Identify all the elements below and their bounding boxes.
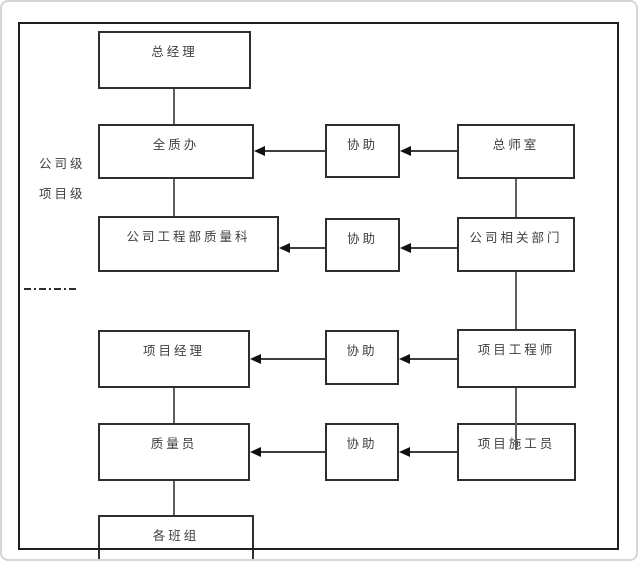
node-assist-project-2: 协助 [325,423,399,481]
node-assist-company-1: 协助 [325,124,400,178]
level-divider-dashdot-line [24,288,79,290]
connector-qualityofficer-to-workteams [173,481,175,516]
arrow-projectengineer-to-assist [399,354,457,364]
arrow-relateddepts-to-assist [400,243,457,253]
node-company-related-departments: 公司相关部门 [457,217,575,272]
arrow-assist-to-projectmanager [250,354,325,364]
arrow-shaft [261,358,325,360]
arrowhead-left-icon [399,447,410,457]
node-work-teams: 各班组 [98,515,254,559]
arrow-assist-to-qualitysection [279,243,325,253]
connector-qualityoffice-to-qualitysection [173,179,175,216]
node-project-engineer: 项目工程师 [457,329,576,388]
node-chief-engineer-office: 总师室 [457,124,575,179]
node-assist-project-1: 协助 [325,330,399,385]
connector-projectengineer-to-constructionworker [515,388,517,450]
connector-chiefoffice-to-relateddepts [515,179,517,217]
arrow-shaft [411,150,457,152]
arrow-shaft [261,451,325,453]
arrowhead-left-icon [400,243,411,253]
label-company-level: 公司级 [39,156,86,171]
connector-gm-to-qualityoffice [173,89,175,124]
arrow-shaft [410,451,457,453]
arrow-shaft [411,247,457,249]
node-quality-office: 全质办 [98,124,254,179]
arrow-constructionworker-to-assist [399,447,457,457]
arrowhead-left-icon [279,243,290,253]
arrow-assist-to-qualityoffice [254,146,325,156]
arrowhead-left-icon [254,146,265,156]
arrow-assist-to-qualityofficer [250,447,325,457]
connector-projectmanager-to-qualityofficer [173,388,175,423]
arrowhead-left-icon [399,354,410,364]
arrow-chiefoffice-to-assist [400,146,457,156]
arrowhead-left-icon [250,447,261,457]
node-general-manager: 总经理 [98,31,251,89]
arrow-shaft [290,247,325,249]
node-engineering-dept-quality-section: 公司工程部质量科 [98,216,279,272]
arrowhead-left-icon [400,146,411,156]
arrow-shaft [410,358,457,360]
arrow-shaft [265,150,325,152]
node-assist-company-2: 协助 [325,218,400,272]
connector-relateddepts-to-projectengineer [515,272,517,329]
node-project-manager: 项目经理 [98,330,250,388]
node-quality-officer: 质量员 [98,423,250,481]
label-project-level: 项目级 [39,186,86,201]
arrowhead-left-icon [250,354,261,364]
